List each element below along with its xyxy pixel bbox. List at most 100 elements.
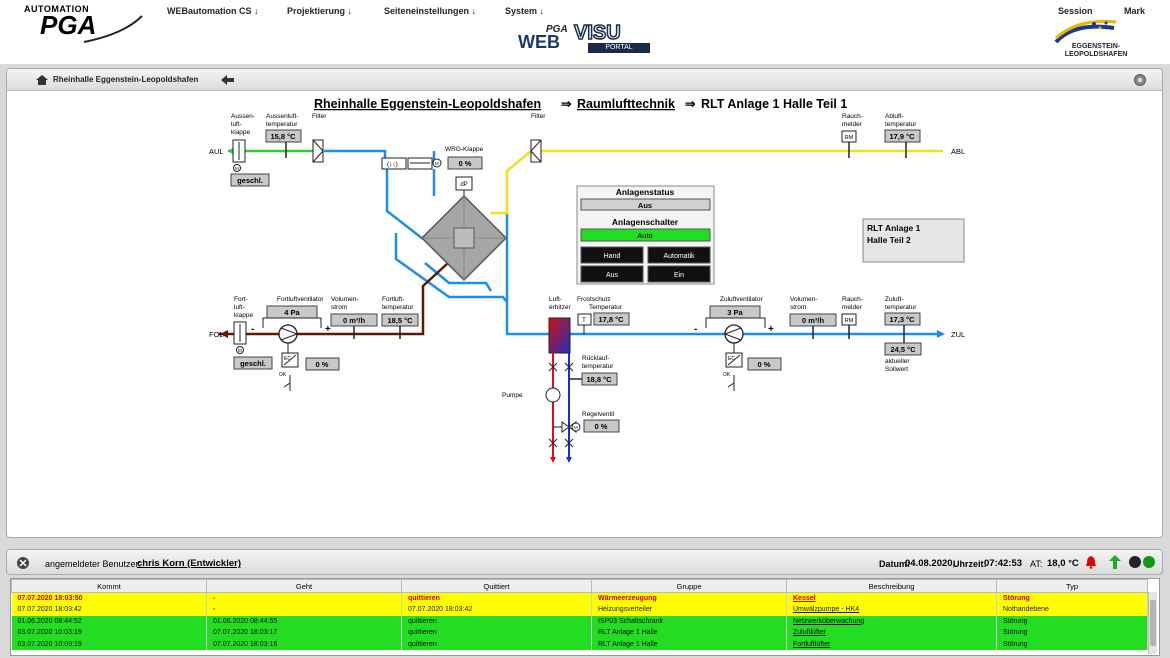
pga-automation-logo[interactable]: AUTOMATION PGA xyxy=(24,4,144,44)
status-bar: angemeldeter Benutzer: chris Korn (Entwi… xyxy=(6,549,1163,575)
cell-beschreibung[interactable]: Zuluftlüfter xyxy=(786,627,997,639)
cell-quittiert[interactable]: quittieren xyxy=(401,627,592,639)
alarm-bell-icon[interactable] xyxy=(1085,555,1097,569)
fortlufttemp-label-1: Fortluft- xyxy=(382,296,404,303)
nav-webautomation[interactable]: WEBautomation CS ↓ xyxy=(167,6,259,16)
cell-kommt: 03.07.2020 10:03:19 xyxy=(11,638,207,650)
frostschutz-value-box[interactable] xyxy=(593,312,630,326)
nav-mark[interactable]: Mark xyxy=(1124,6,1146,16)
sollwert-value-box[interactable] xyxy=(884,342,922,356)
fortluft-minus: - xyxy=(251,324,254,335)
nav-projektierung[interactable]: Projektierung ↓ xyxy=(287,6,353,16)
fortluftklappe-label-1: Fort- xyxy=(234,296,248,303)
hand-button-label: Hand xyxy=(604,253,621,260)
lufterhitzer-coil-icon[interactable] xyxy=(548,317,571,354)
cell-beschreibung[interactable]: Kessel xyxy=(786,592,997,604)
cell-beschreibung[interactable]: Netzwerküberwachung xyxy=(786,615,997,627)
alarm-scrollbar-thumb[interactable] xyxy=(1150,600,1156,646)
cell-geht: 01.06.2020 08:44:55 xyxy=(206,615,402,627)
aussenluftklappe-state-button[interactable] xyxy=(230,173,270,187)
nav-session[interactable]: Session xyxy=(1058,6,1093,16)
cell-beschreibung[interactable]: Umwälzpumpe - HK4 xyxy=(786,604,997,616)
volumenstrom2-label-1: Volumen- xyxy=(790,296,817,303)
back-arrow-icon[interactable] xyxy=(221,75,235,85)
wrg-damper1-icon[interactable] xyxy=(381,157,407,170)
fortluft-speed-box[interactable] xyxy=(305,357,340,371)
cell-kommt: 03.07.2020 10:03:19 xyxy=(11,627,207,639)
automatik-button[interactable] xyxy=(647,246,711,264)
wrg-value-box[interactable] xyxy=(447,156,483,170)
cell-typ: Störung xyxy=(996,627,1148,639)
zuluft-switch-icon xyxy=(727,375,735,391)
hand-button[interactable] xyxy=(580,246,644,264)
alarm-row[interactable]: 03.07.2020 10:03:19 07.07.2020 18:03:16 … xyxy=(11,638,1148,650)
anlagenstatus-value: Aus xyxy=(638,201,652,210)
zulufttemp-value-box[interactable] xyxy=(884,312,921,326)
frostschutz-label-1: Frostschutz xyxy=(577,296,611,303)
user-name[interactable]: chris Korn (Entwickler) xyxy=(137,558,241,569)
pumpe-label: Pumpe xyxy=(502,392,523,399)
col-gruppe[interactable]: Gruppe xyxy=(591,579,787,593)
damper-glyph: (↕↕) xyxy=(387,161,398,168)
zuluftventilator-fan-icon[interactable] xyxy=(724,324,744,344)
cell-quittiert[interactable]: quittieren xyxy=(401,592,592,604)
fortluftventilator-fan-icon[interactable] xyxy=(278,324,298,344)
volumenstrom1-value: 0 m³/h xyxy=(343,316,366,325)
fortluft-switch-icon xyxy=(283,375,291,391)
zuluftventilator-label: Zuluftventilator xyxy=(720,296,763,303)
ablufttemp-value-box[interactable] xyxy=(884,129,921,143)
logo-text-pga: PGA xyxy=(40,10,97,40)
cell-quittiert[interactable]: quittieren xyxy=(401,638,592,650)
zuluft-speed-box[interactable] xyxy=(747,357,782,371)
title-section[interactable]: Raumlufttechnik xyxy=(577,97,675,111)
close-circle-icon[interactable] xyxy=(16,556,30,570)
nav-system[interactable]: System ↓ xyxy=(505,6,545,16)
ablufttemp-value: 17,9 °C xyxy=(889,132,915,141)
title-building[interactable]: Rheinhalle Eggenstein-Leopoldshafen xyxy=(314,97,541,111)
label-aul: AUL xyxy=(209,147,224,156)
regelventil-value-box[interactable] xyxy=(583,419,620,433)
pump-icon[interactable] xyxy=(545,387,561,403)
ein-button[interactable] xyxy=(647,265,711,283)
fortluftklappe-motor-icon xyxy=(236,346,244,354)
alarm-table: Kommt Geht Quittiert Gruppe Beschreibung… xyxy=(11,579,1148,650)
logo-pga-small: PGA xyxy=(546,24,568,35)
frostschutz-t-label: T xyxy=(582,318,586,324)
cell-beschreibung[interactable]: Fortluftlüfter xyxy=(786,638,997,650)
aussenlufttemp-value-box[interactable] xyxy=(265,129,302,143)
fortluftklappe-state-button[interactable] xyxy=(233,356,273,370)
zuluft-ec-label: EC xyxy=(728,356,735,362)
uhrzeit-value: 07:42:53 xyxy=(984,558,1023,569)
col-geht[interactable]: Geht xyxy=(206,579,402,593)
rlt-teil2-line1: RLT Anlage 1 xyxy=(867,223,921,233)
anlagenschalter-value-box xyxy=(580,228,711,242)
home-icon[interactable] xyxy=(35,74,49,86)
breadcrumb[interactable]: Rheinhalle Eggenstein-Leopoldshafen xyxy=(53,75,199,84)
title-arrow-1: ⇒ xyxy=(561,97,572,111)
col-quittiert[interactable]: Quittiert xyxy=(401,579,592,593)
aus-button[interactable] xyxy=(580,265,644,283)
upload-arrow-icon[interactable] xyxy=(1109,555,1121,569)
fortluftventilator-label: Fortluftventilator xyxy=(277,296,324,303)
wrg-value: 0 % xyxy=(459,159,472,168)
alarm-row[interactable]: 07.07.2020 18:03:50 - quittieren Wärmeer… xyxy=(11,592,1148,604)
nav-seiteneinstellungen[interactable]: Seiteneinstellungen ↓ xyxy=(384,6,477,16)
rlt-teil2-link[interactable] xyxy=(862,218,965,263)
settings-gear-icon[interactable] xyxy=(1133,73,1147,87)
ruecklauf-value: 18,8 °C xyxy=(586,375,612,384)
alarm-row[interactable]: 01.06.2020 08:44:52 01.06.2020 08:44:55 … xyxy=(11,615,1148,627)
col-kommt[interactable]: Kommt xyxy=(11,579,207,593)
col-beschreibung[interactable]: Beschreibung xyxy=(786,579,997,593)
alarm-row[interactable]: 03.07.2020 10:03:19 07.07.2020 18:03:17 … xyxy=(11,627,1148,639)
col-typ[interactable]: Typ xyxy=(996,579,1148,593)
ein-button-label: Ein xyxy=(674,272,684,279)
valve-return-top-icon xyxy=(564,362,574,372)
alarm-scrollbar[interactable] xyxy=(1148,592,1157,654)
user-label: angemeldeter Benutzer: xyxy=(45,559,142,569)
zul-arrow-icon xyxy=(937,330,945,338)
alarm-row[interactable]: 07.07.2020 18:03:42 - 07.07.2020 18:03:4… xyxy=(11,604,1148,616)
cell-quittiert[interactable]: quittieren xyxy=(401,615,592,627)
outside-to-hrv-duct xyxy=(385,169,424,240)
aussenluftklappe-state: geschl. xyxy=(237,176,263,185)
aus-button-label: Aus xyxy=(606,272,619,279)
